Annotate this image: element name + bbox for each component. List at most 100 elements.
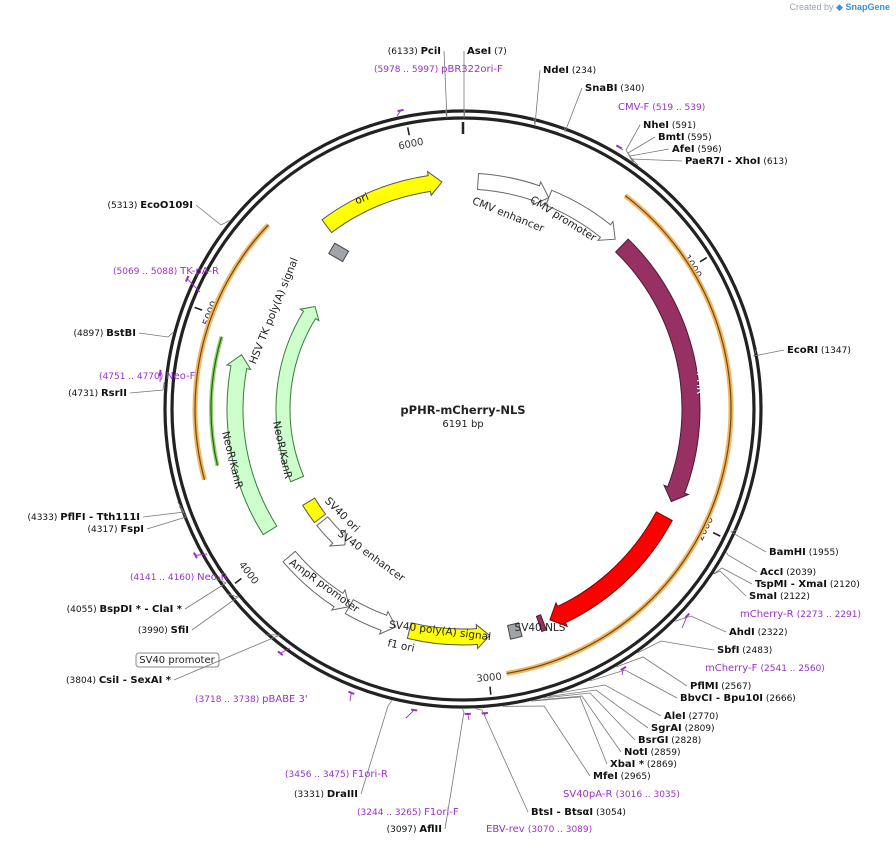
feature-cmv-enhancer [476,172,550,206]
primer-mark [410,708,418,712]
site-name: AflII [419,824,442,835]
site-name-2: - ClaI * [141,604,183,615]
site-name: CsiI [99,675,119,686]
site-ndei: NdeI (234) [533,65,596,126]
site-name: BbvCI [680,693,712,704]
primer-range: (3244 .. 3265) [357,808,424,818]
site-name: BtsI [531,807,553,818]
tick-mark [489,686,492,695]
plasmid-name: pPHR-mCherry-NLS [400,403,525,417]
site-label: BamHI (1955) [769,547,839,558]
site-label: (3990) SfiI [138,625,189,636]
site-label: SgrAI (2809) [651,723,715,734]
primer-mark [348,690,355,695]
site-name-2: - BtsαI [553,807,593,818]
snapgene-logo-icon: ◆ [836,2,843,12]
site-name-2: - SexAI * [119,675,171,686]
feature-hsv-tk-poly-a-box [328,242,350,263]
site-leader [753,348,785,357]
site-position: (6133) [388,47,421,57]
feature-cry2phr [614,238,701,503]
site-label: SbfI (2483) [717,645,772,656]
site-pflfi: (4333) PflFI - Tth111I [27,501,185,523]
primer-leader [349,692,352,702]
feature-label-sv40-enhancer: SV40 enhancer [335,528,407,585]
site-xbai: XbaI * (2869) [531,696,677,770]
site-name: PflMI [690,681,718,692]
site-position: (2869) [644,760,677,770]
primer-mark [620,665,627,671]
site-position: (340) [617,84,644,94]
site-position: (2809) [682,724,715,734]
site-name: BsrGI [638,735,668,746]
feature-cmv-promoter [545,189,616,241]
site-label: (3804) CsiI - SexAI * [66,675,172,686]
primer-leader [618,146,624,151]
tick-mark [712,531,721,537]
site-position: (4897) [74,329,107,339]
site-leader [637,640,715,654]
site-label: TspMI - XmaI (2120) [755,579,860,590]
site-ecori: EcoRI (1347) [753,345,851,357]
feature-ori [321,170,443,234]
site-position: (1347) [818,346,851,356]
primer-range: (4141 .. 4160) [130,573,197,583]
site-label: BtsI - BtsαI (3054) [531,807,626,818]
site-leader [191,593,239,631]
site-ecoo109i: (5313) EcoO109I [107,200,230,226]
site-name: XbaI * [610,759,645,770]
primer-label: mCherry-R (2273 .. 2291) [740,609,861,620]
site-leader [674,615,727,633]
sv40-promoter-frame [135,652,220,668]
site-name: BstBI [106,328,136,339]
site-label: (4055) BspDI * - ClaI * [67,604,183,615]
site-position: (2039) [783,568,816,578]
site-sbfi: SbfI (2483) [637,640,772,656]
site-name: EcoRI [787,345,818,356]
site-label: BbvCI - Bpu10I (2666) [680,693,796,704]
site-name-2: - XhoI [724,156,761,167]
primer-name: F1ori-F [424,807,459,818]
site-ahdi: AhdI (2322) [674,615,788,638]
site-position: (2322) [755,628,788,638]
primer-leader [280,647,291,654]
site-position: (591) [669,121,696,131]
sv40-promoter-text: SV40 promoter [139,655,215,666]
site-position: (4333) [27,513,60,523]
site-name: AseI [467,46,491,57]
site-leader [589,669,678,699]
site-label: AccI (2039) [760,567,816,578]
primer-range: (3456 .. 3475) [285,770,352,780]
site-name: NheI [643,120,669,131]
primer-range: (3016 .. 3035) [616,790,680,800]
primer-name: F1ori-R [352,769,388,780]
primer-neo-r: (4141 .. 4160) Neo-R [130,552,228,583]
site-leader [475,708,529,813]
site-name: AleI [664,711,686,722]
credit-brand: SnapGene [845,2,890,12]
primer-name: CMV-F [618,102,652,113]
site-label: PflMI (2567) [690,681,751,692]
primer-label: EBV-rev (3070 .. 3089) [486,824,592,835]
primer-ebv-rev: EBV-rev (3070 .. 3089) [464,712,592,835]
site-label: EcoRI (1347) [787,345,851,356]
site-leader [560,684,662,717]
site-leader [173,634,281,681]
site-nhei: NheI (591) [625,120,696,162]
site-leader [531,696,608,765]
primer-label: mCherry-F (2541 .. 2560) [705,663,825,674]
primer-label: CMV-F (519 .. 539) [618,102,705,113]
site-position: (7) [491,47,507,57]
feature-ampr-promoter [344,599,397,635]
site-position: (2120) [827,580,860,590]
feature-f1-ori [406,622,491,650]
site-label: (4333) PflFI - Tth111I [27,512,140,523]
site-position: (4055) [67,605,100,615]
feature-sv40-poly-a-box [507,622,523,640]
primer-label: (5978 .. 5997) pBR322ori-F [374,64,503,75]
primer-range: (3070 .. 3089) [528,825,592,835]
primer-pbabe-3: (3718 .. 3738) pBABE 3' [195,647,308,705]
feature-neor-kanr [275,305,320,483]
site-sgrai: SgrAI (2809) [548,689,715,734]
site-leader [631,158,683,166]
